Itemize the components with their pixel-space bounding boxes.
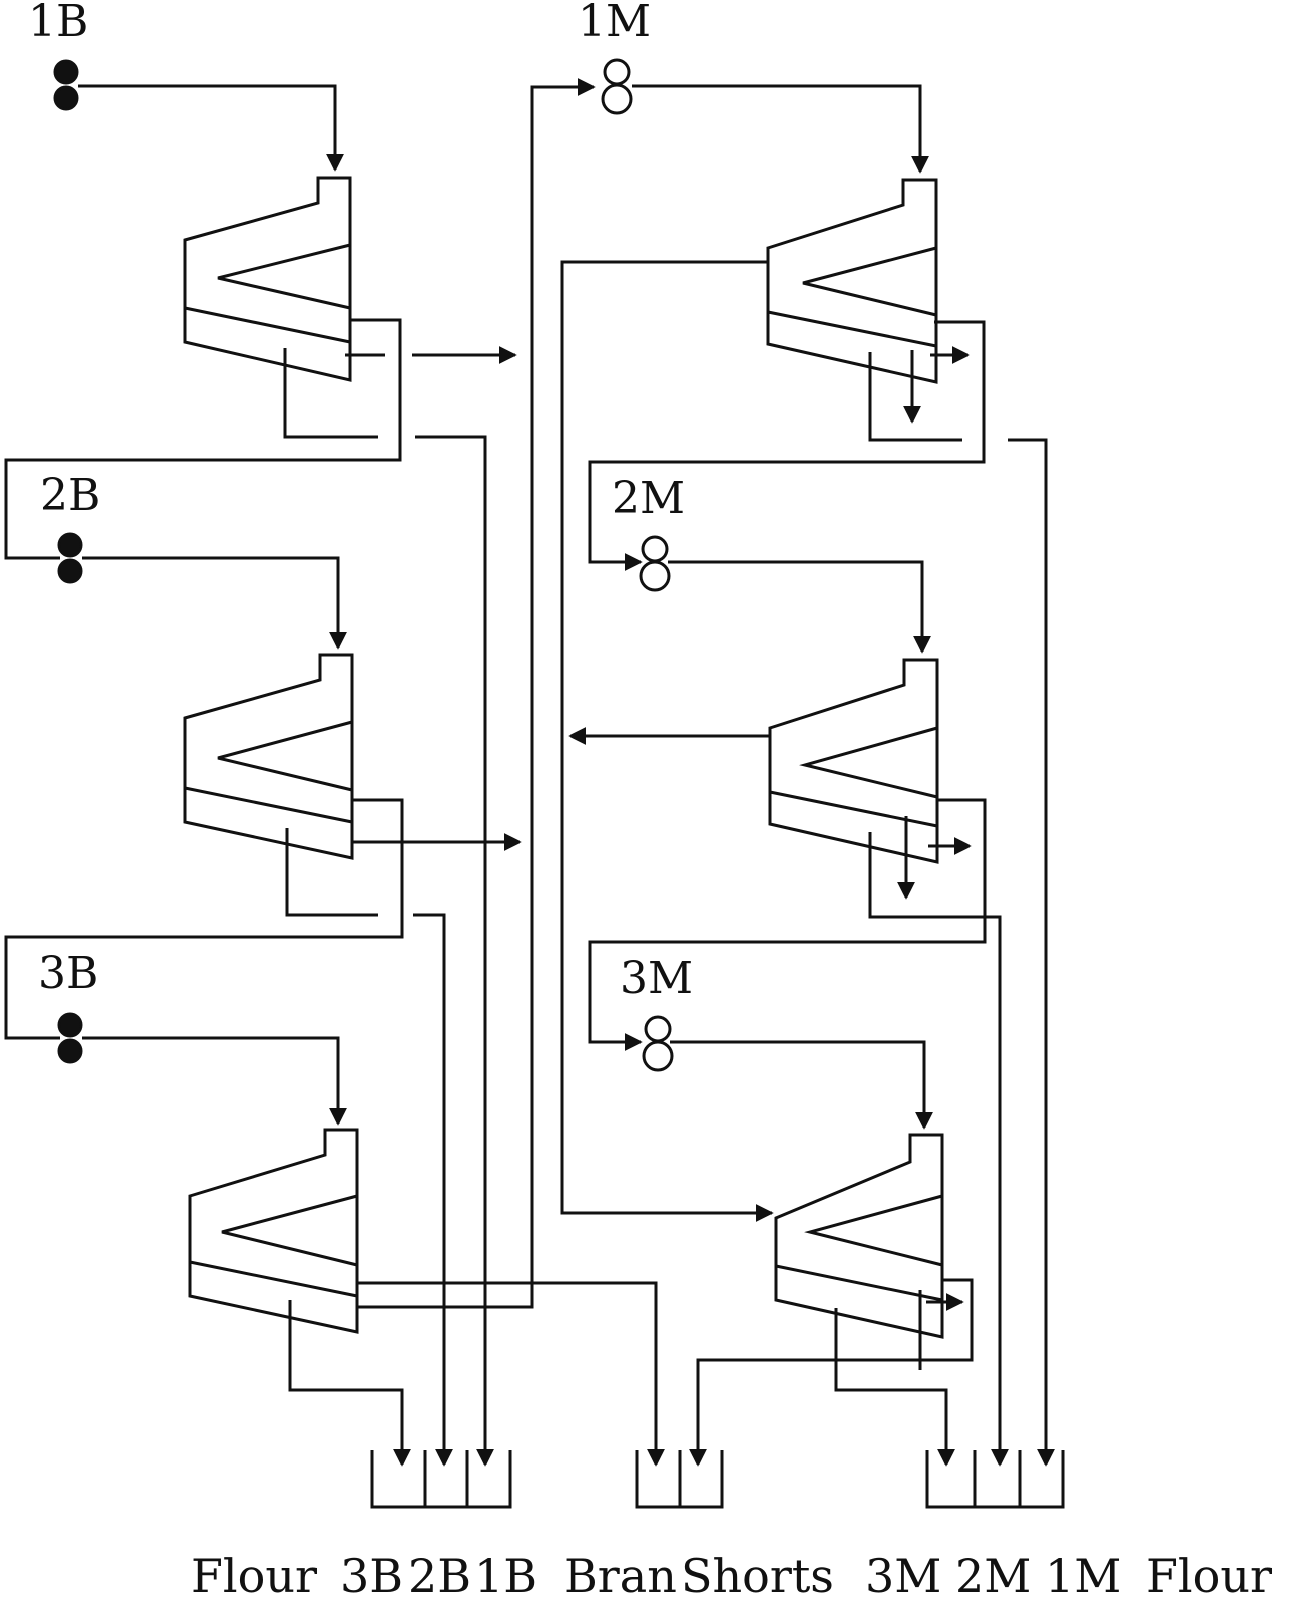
sifter-2b — [183, 653, 354, 860]
bin-label-bran: Bran — [564, 1549, 677, 1597]
sifter-2m — [768, 658, 939, 864]
roll-stand-1m — [601, 58, 633, 115]
bin-label-2b: 2B — [408, 1549, 471, 1597]
bins-right — [925, 1450, 1065, 1509]
roll-label-1m: 1M — [578, 0, 651, 47]
flow-lines-middlings — [560, 84, 1055, 1467]
bin-label-flour-right: Flour — [1146, 1549, 1272, 1597]
roll-label-1b: 1B — [28, 0, 88, 47]
sifter-3b — [188, 1128, 359, 1334]
bin-label-2m: 2M — [955, 1549, 1031, 1597]
sifter-1b — [183, 176, 352, 382]
roll-label-2m: 2M — [612, 473, 685, 524]
roll-label-2b: 2B — [40, 470, 100, 521]
bin-label-flour-left: Flour — [191, 1549, 317, 1597]
roll-stand-1b — [53, 59, 79, 111]
roll-label-3m: 3M — [620, 953, 693, 1004]
sifter-3m — [774, 1133, 944, 1339]
bin-label-3b: 3B — [340, 1549, 403, 1597]
bin-label-3m: 3M — [865, 1549, 941, 1597]
roll-stand-2b — [57, 532, 83, 584]
bin-label-1m: 1M — [1045, 1549, 1121, 1597]
roll-stand-2m — [639, 535, 671, 592]
flow-lines-break — [4, 78, 665, 1467]
bins-middle — [635, 1450, 724, 1509]
roll-label-3b: 3B — [38, 948, 98, 999]
roll-stand-3m — [642, 1015, 674, 1072]
sifter-1m — [766, 178, 938, 384]
bin-label-1b: 1B — [474, 1549, 537, 1597]
roll-stand-3b — [57, 1012, 83, 1064]
bin-label-shorts: Shorts — [681, 1549, 834, 1597]
bins-left — [370, 1450, 512, 1509]
